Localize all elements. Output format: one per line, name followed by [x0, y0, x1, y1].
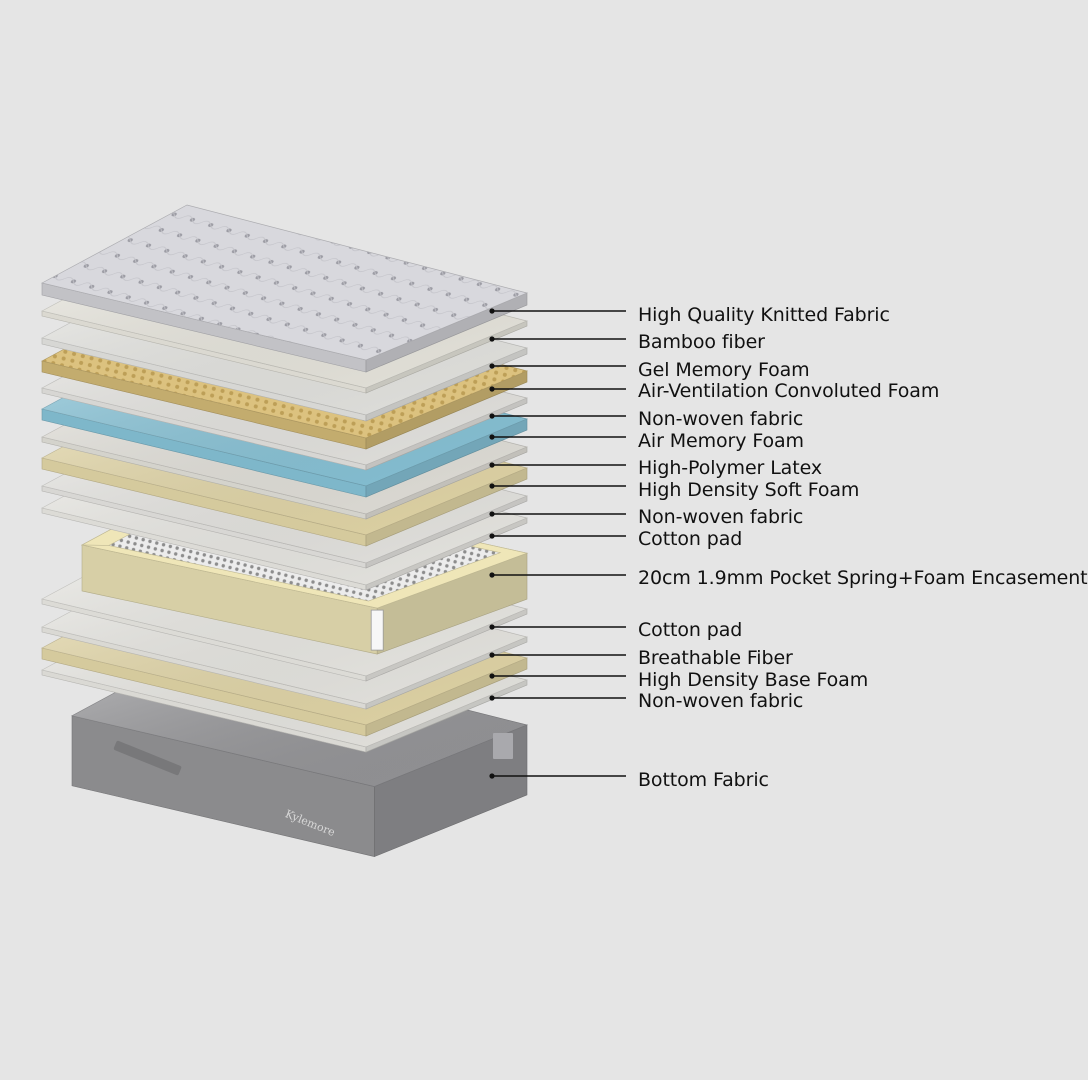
- layer-knitted-fabric: [41, 204, 529, 373]
- label-bottom-fabric: Bottom Fabric: [638, 769, 769, 791]
- label-gel-memory-foam: Gel Memory Foam: [638, 359, 810, 381]
- label-bamboo-fiber: Bamboo fiber: [638, 331, 765, 353]
- label-cotton-pad-1: Cotton pad: [638, 528, 743, 550]
- mattress-layers: Kylemore: [41, 204, 529, 858]
- label-non-woven-fabric-1: Non-woven fabric: [638, 408, 804, 430]
- label-non-woven-fabric-2: Non-woven fabric: [638, 506, 804, 528]
- label-soft-foam: High Density Soft Foam: [638, 479, 860, 501]
- label-base-foam: High Density Base Foam: [638, 669, 869, 691]
- label-tag: [493, 732, 513, 759]
- label-air-memory-foam: Air Memory Foam: [638, 430, 804, 452]
- layer-top-face: [41, 204, 529, 361]
- label-non-woven-fabric-3: Non-woven fabric: [638, 690, 804, 712]
- label-breathable-fiber: Breathable Fiber: [638, 647, 793, 669]
- label-latex: High-Polymer Latex: [638, 457, 822, 479]
- spring-coil-icon: [370, 609, 384, 651]
- leader-lines: [489, 308, 626, 779]
- handle-strap: [113, 740, 182, 776]
- label-cotton-pad-2: Cotton pad: [638, 619, 743, 641]
- label-knitted-fabric: High Quality Knitted Fabric: [638, 304, 890, 326]
- label-convoluted-foam: Air-Ventilation Convoluted Foam: [638, 380, 940, 402]
- label-pocket-spring: 20cm 1.9mm Pocket Spring+Foam Encasement: [638, 567, 1088, 589]
